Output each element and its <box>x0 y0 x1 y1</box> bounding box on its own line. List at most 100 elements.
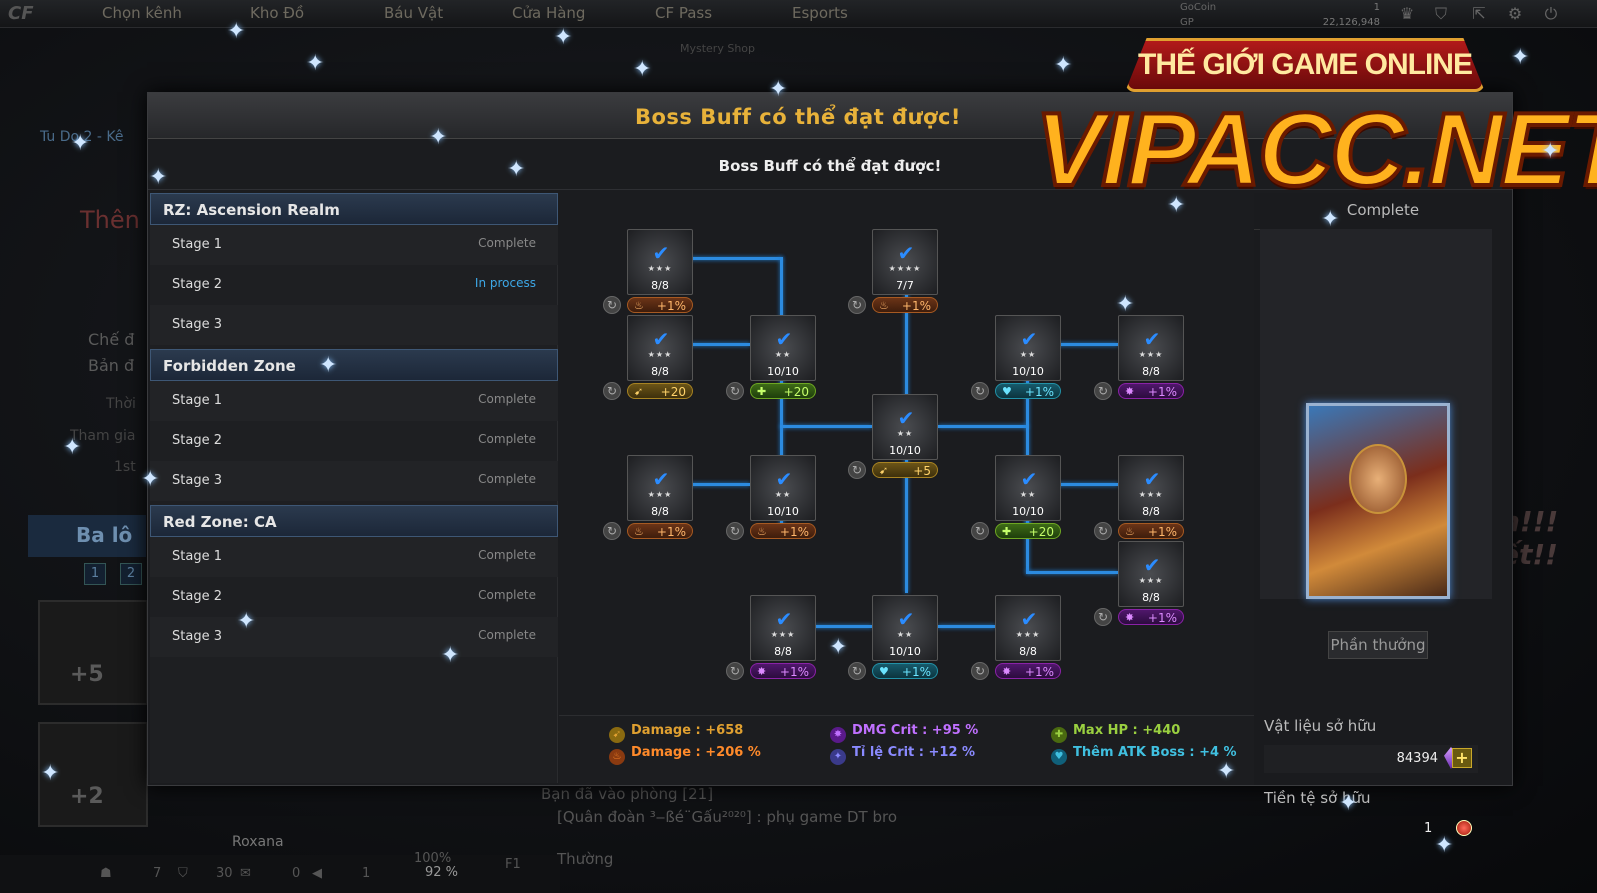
page-2[interactable]: 2 <box>120 563 142 585</box>
status-value: 1 <box>362 866 371 881</box>
stat-label: Damage : +658 <box>631 723 744 738</box>
nav-tab-shop[interactable]: Cửa Hàng <box>512 4 586 22</box>
buff-stats-summary: ➹Damage : +658 ♨Damage : +206 % ✸DMG Cri… <box>559 715 1254 785</box>
reset-icon[interactable]: ↻ <box>603 296 621 314</box>
buff-value-badge: ♨+1% <box>627 297 693 313</box>
reset-icon[interactable]: ↻ <box>848 461 866 479</box>
check-icon: ✔ <box>1020 327 1038 351</box>
tree-connector <box>813 625 872 628</box>
add-material-button[interactable]: + <box>1452 748 1472 768</box>
buff-value-badge: ♨+1% <box>627 523 693 539</box>
chat-mode[interactable]: Thường <box>557 850 614 868</box>
nav-tab-treasure[interactable]: Báu Vật <box>384 4 444 22</box>
nav-tab-esports[interactable]: Esports <box>792 4 848 22</box>
weapon-slot[interactable]: +2 <box>38 722 148 827</box>
buff-node[interactable]: ✔★★★8/8 <box>1118 315 1184 381</box>
buff-node[interactable]: ✔★★★8/8 <box>1118 455 1184 521</box>
exit-icon[interactable]: ⇱ <box>1472 4 1486 23</box>
gear-icon[interactable]: ⚙ <box>1507 4 1523 23</box>
sparkle-icon: ✦ <box>141 467 160 492</box>
nav-tab-cfpass[interactable]: CF Pass <box>655 4 713 22</box>
buff-node[interactable]: ✔★★10/10 <box>995 315 1061 381</box>
buff-node[interactable]: ✔★★★8/8 <box>1118 541 1184 607</box>
reset-icon[interactable]: ↻ <box>848 296 866 314</box>
node-count: 10/10 <box>889 444 921 457</box>
zone-header[interactable]: Red Zone: CA <box>150 505 558 537</box>
gocoin-label: GoCoin <box>1180 2 1217 13</box>
node-stars: ★★★ <box>770 630 796 639</box>
page-1[interactable]: 1 <box>84 563 106 585</box>
node-count: 8/8 <box>1142 505 1160 518</box>
check-icon: ✔ <box>1143 467 1161 491</box>
check-icon: ✔ <box>897 406 915 430</box>
gocoin-value: 1 <box>1373 2 1380 13</box>
reset-icon[interactable]: ↻ <box>971 662 989 680</box>
sparkle-icon: ✦ <box>829 635 848 660</box>
backpack-tab[interactable]: Ba lô <box>28 515 146 557</box>
zone-header[interactable]: Forbidden Zone <box>150 349 558 381</box>
reward-button[interactable]: Phần thưởng <box>1328 631 1428 659</box>
mystery-shop-tab[interactable]: Mystery Shop <box>680 42 756 55</box>
buff-node[interactable]: ✔★★10/10 <box>872 595 938 661</box>
buff-node[interactable]: ✔★★★8/8 <box>627 229 693 295</box>
stage-row[interactable]: Stage 3 <box>150 305 558 345</box>
crit-rate-icon: ✦ <box>830 749 846 765</box>
reset-icon[interactable]: ↻ <box>971 522 989 540</box>
reward-character-card[interactable] <box>1306 403 1450 599</box>
reset-icon[interactable]: ↻ <box>726 382 744 400</box>
node-stars: ★★★ <box>1138 576 1164 585</box>
nav-tab-channel[interactable]: Chọn kênh <box>102 4 182 22</box>
reset-icon[interactable]: ↻ <box>603 522 621 540</box>
tree-connector <box>660 483 750 486</box>
rank-icon[interactable]: ♛ <box>1399 4 1415 23</box>
buff-node[interactable]: ✔★★★8/8 <box>627 315 693 381</box>
reset-icon[interactable]: ↻ <box>1094 608 1112 626</box>
sparkle-icon: ✦ <box>1167 193 1186 218</box>
nav-tab-inventory[interactable]: Kho Đồ <box>250 4 305 22</box>
buff-node[interactable]: ✔★★10/10 <box>750 455 816 521</box>
buff-node[interactable]: ✔★★10/10 <box>995 455 1061 521</box>
material-value: 84394 <box>1396 751 1438 766</box>
node-stars: ★★★★ <box>888 264 922 273</box>
reset-icon[interactable]: ↻ <box>971 382 989 400</box>
reset-icon[interactable]: ↻ <box>603 382 621 400</box>
weapon-slot[interactable]: +5 <box>38 600 148 705</box>
reset-icon[interactable]: ↻ <box>726 662 744 680</box>
node-stars: ★★ <box>896 429 914 438</box>
tree-connector <box>1026 483 1118 486</box>
cf-logo: CF <box>8 3 34 24</box>
health-icon: ✚ <box>757 385 767 398</box>
buff-node[interactable]: ✔★★★★7/7 <box>872 229 938 295</box>
boss-buff-modal: Boss Buff có thể đạt được! Boss Buff có … <box>147 92 1513 836</box>
buff-node[interactable]: ✔★★★8/8 <box>627 455 693 521</box>
reset-icon[interactable]: ↻ <box>1094 382 1112 400</box>
reset-icon[interactable]: ↻ <box>726 522 744 540</box>
sparkle-icon: ✦ <box>1511 45 1530 70</box>
power-icon[interactable]: ⏻ <box>1544 4 1558 23</box>
zone-header[interactable]: RZ: Ascension Realm <box>150 193 558 225</box>
buff-node[interactable]: ✔★★10/10 <box>750 315 816 381</box>
node-count: 8/8 <box>651 279 669 292</box>
crit-icon: ✸ <box>757 665 767 678</box>
speaker-icon[interactable]: ◀ <box>312 866 322 881</box>
reset-icon[interactable]: ↻ <box>848 662 866 680</box>
buff-node[interactable]: ✔★★★8/8 <box>995 595 1061 661</box>
buff-node[interactable]: ✔★★ 10/10 <box>872 394 938 460</box>
buff-node[interactable]: ✔★★★8/8 <box>750 595 816 661</box>
check-icon: ✔ <box>1020 607 1038 631</box>
reset-icon[interactable]: ↻ <box>1094 522 1112 540</box>
stage-name: Stage 1 <box>172 549 222 564</box>
shield-icon[interactable]: ⛉ <box>1434 4 1447 23</box>
chat-bubble-icon: ✉ <box>240 866 251 881</box>
buff-value-badge: ♥+1% <box>872 663 938 679</box>
health-icon: ✚ <box>1002 525 1012 538</box>
tree-connector <box>1026 571 1118 574</box>
